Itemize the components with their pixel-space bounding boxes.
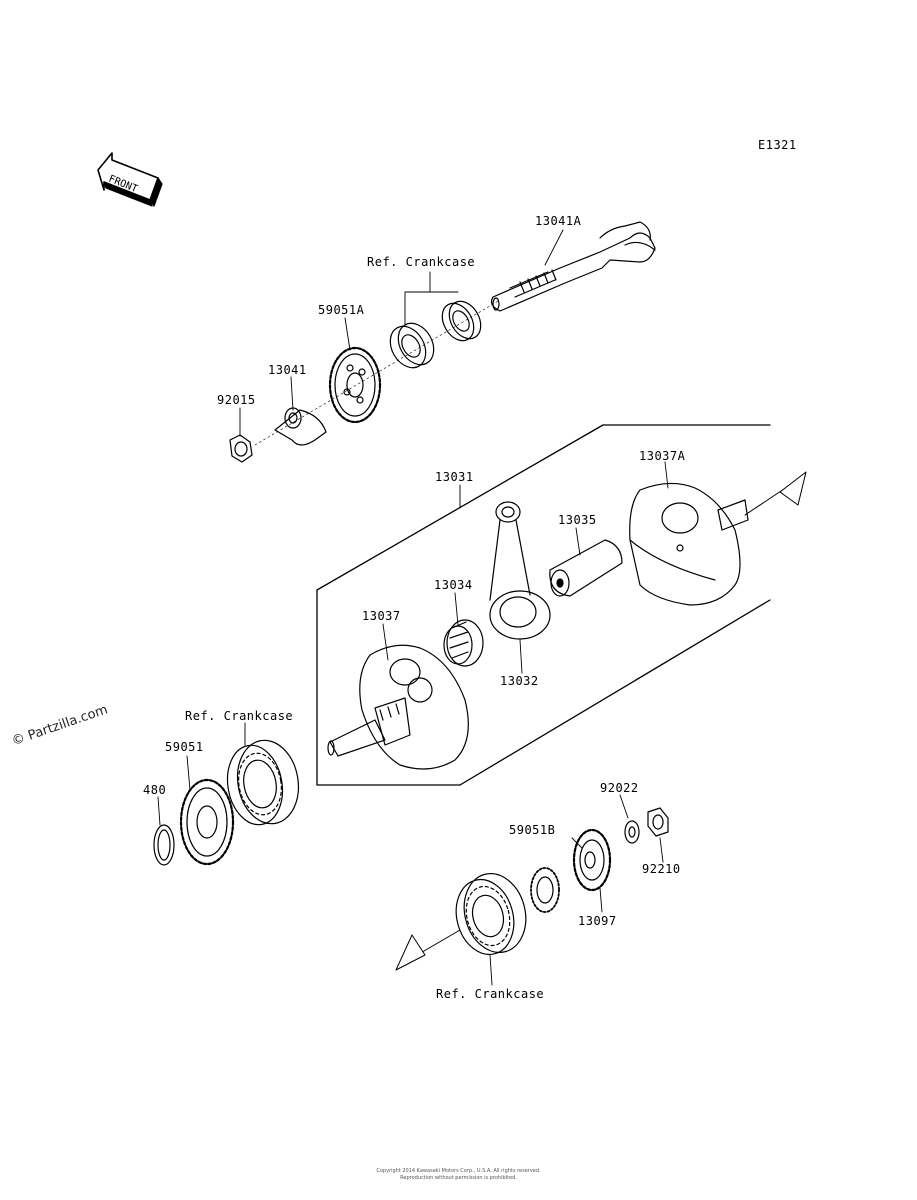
crank-pin-13035	[549, 539, 623, 597]
balancer-weight-13041	[274, 407, 327, 446]
balancer-shaft-13041A	[490, 221, 656, 312]
circlip-480	[153, 824, 175, 866]
assembly-outline	[316, 424, 771, 786]
connecting-rod-13032	[489, 501, 551, 640]
needle-bearing-13034	[443, 619, 484, 667]
front-arrow-icon: FRONT	[97, 152, 163, 207]
bearing-left	[226, 739, 300, 826]
label-92015: 92015	[217, 393, 256, 407]
crank-half-13037	[327, 644, 469, 770]
label-ref-crankcase-top: Ref. Crankcase	[367, 255, 476, 269]
label-13031: 13031	[435, 470, 474, 484]
axis-line-top	[254, 299, 501, 446]
footer-line-2: Reproduction without permission is prohi…	[400, 1175, 517, 1181]
collar-13097	[530, 867, 560, 913]
label-59051A: 59051A	[318, 303, 365, 317]
leader-lines	[157, 229, 669, 986]
label-59051B: 59051B	[509, 823, 556, 837]
label-13037A: 13037A	[639, 449, 686, 463]
nut-92015	[229, 434, 253, 463]
bearing-top-right	[441, 300, 482, 342]
label-92022: 92022	[600, 781, 639, 795]
label-59051: 59051	[165, 740, 204, 754]
label-92210: 92210	[642, 862, 681, 876]
gear-59051	[179, 778, 235, 866]
nut-92210	[647, 807, 669, 837]
label-13041A: 13041A	[535, 214, 582, 228]
label-480: 480	[143, 783, 167, 797]
label-13034: 13034	[434, 578, 473, 592]
crank-half-13037A	[629, 482, 749, 606]
label-ref-crankcase-bottom: Ref. Crankcase	[436, 987, 545, 1001]
bearing-bottom	[455, 872, 527, 956]
label-13035: 13035	[558, 513, 597, 527]
diagram-code: E1321	[758, 138, 797, 152]
copyright-footer: Copyright 2014 Kawasaki Motors Corp., U.…	[0, 1168, 917, 1182]
label-13041: 13041	[268, 363, 307, 377]
label-13032: 13032	[500, 674, 539, 688]
gear-59051A	[328, 346, 382, 424]
footer-line-1: Copyright 2014 Kawasaki Motors Corp., U.…	[376, 1168, 541, 1174]
washer-92022	[624, 820, 640, 844]
label-13037: 13037	[362, 609, 401, 623]
gear-59051B	[572, 828, 612, 892]
label-13097: 13097	[578, 914, 617, 928]
center-axis-lines	[395, 471, 807, 971]
bearing-top-left	[389, 322, 435, 369]
label-ref-crankcase-left: Ref. Crankcase	[185, 709, 294, 723]
